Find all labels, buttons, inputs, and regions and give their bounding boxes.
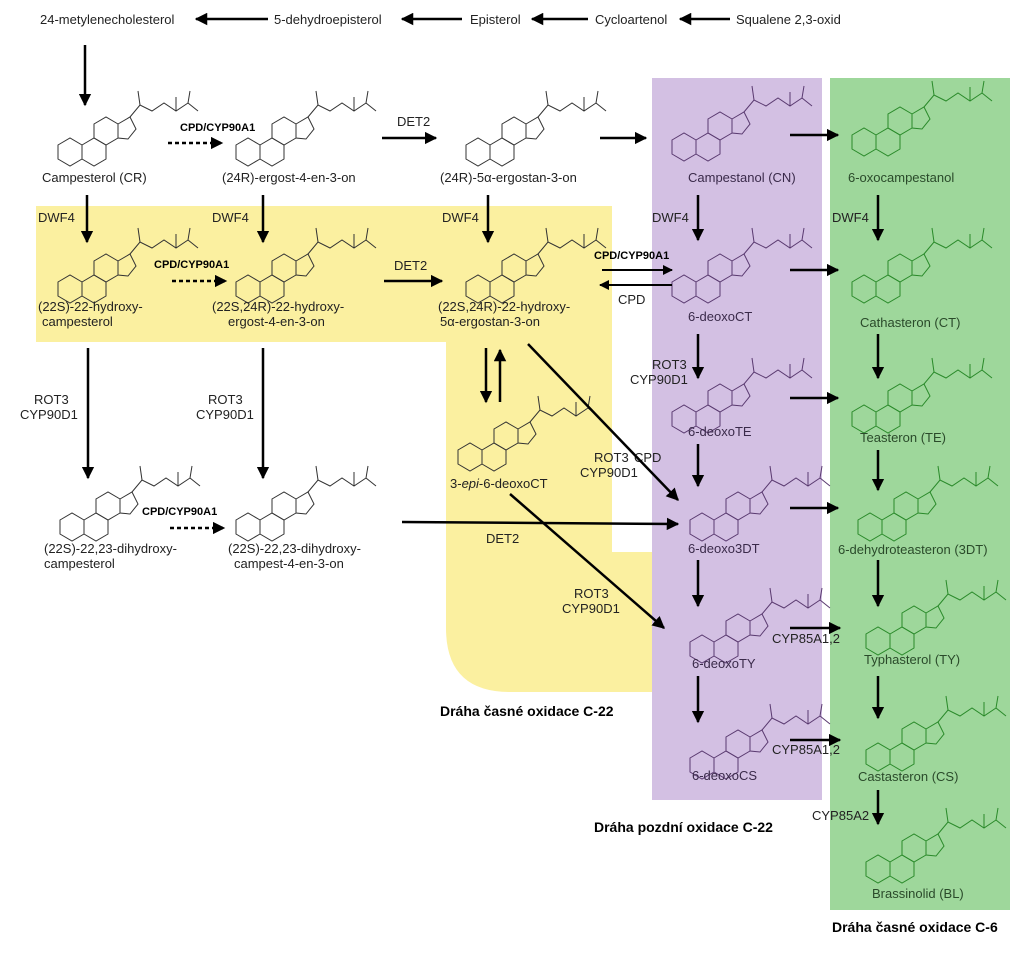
- enzyme-det2-row2: DET2: [394, 258, 427, 273]
- compound-squalene-oxid: Squalene 2,3-oxid: [736, 12, 841, 27]
- label-brassinolid: Brassinolid (BL): [872, 886, 964, 901]
- label-typhasterol: Typhasterol (TY): [864, 652, 960, 667]
- label-campesterol: Campesterol (CR): [42, 170, 147, 185]
- compound-cycloartenol: Cycloartenol: [595, 12, 667, 27]
- enzyme-rot3-5: ROT3: [574, 586, 609, 601]
- label-hydroxy-ergostenon-1: (22S,24R)-22-hydroxy-: [212, 299, 344, 314]
- label-dihydroxy-campestenon-1: (22S)-22,23-dihydroxy-: [228, 541, 361, 556]
- enzyme-cyp85a12-2: CYP85A1,2: [772, 742, 840, 757]
- enzyme-cyp90d1-4: CYP90D1: [580, 465, 638, 480]
- enzyme-cyp90d1-3: CYP90D1: [630, 372, 688, 387]
- arrow-diagonal-to-deoxoTY: [509, 493, 665, 629]
- enzyme-cyp90d1-5: CYP90D1: [562, 601, 620, 616]
- enzyme-rot3-1: ROT3: [34, 392, 69, 407]
- molecule-ergostenon: [235, 90, 377, 167]
- enzyme-det2-row1: DET2: [397, 114, 430, 129]
- label-dihydroxy-campesterol-1: (22S)-22,23-dihydroxy-: [44, 541, 177, 556]
- label-oxocampestanol: 6-oxocampestanol: [848, 170, 954, 185]
- enzyme-rot3-3: ROT3: [652, 357, 687, 372]
- enzyme-dwf4-3: DWF4: [442, 210, 479, 225]
- enzyme-cpd-cyp90a1-row2: CPD/CYP90A1: [154, 259, 229, 271]
- enzyme-rot3-4: ROT3: [594, 450, 629, 465]
- label-ergostanon: (24R)-5α-ergostan-3-on: [440, 170, 577, 185]
- label-deoxoCT: 6-deoxoCT: [688, 309, 752, 324]
- molecule-dihydroxy-campestenon: [235, 465, 377, 542]
- enzyme-rot3-2: ROT3: [208, 392, 243, 407]
- label-dehydroteasteron: 6-dehydroteasteron (3DT): [838, 542, 988, 557]
- enzyme-dwf4-1: DWF4: [38, 210, 75, 225]
- label-dihydroxy-campestenon-2: campest-4-en-3-on: [234, 556, 344, 571]
- early-c22-region: [36, 206, 652, 692]
- enzyme-cyp90d1-1: CYP90D1: [20, 407, 78, 422]
- label-hydroxy-ergostanon-2: 5α-ergostan-3-on: [440, 314, 540, 329]
- label-deoxoTE: 6-deoxoTE: [688, 424, 752, 439]
- enzyme-cyp85a2: CYP85A2: [812, 808, 869, 823]
- compound-episterol: Episterol: [470, 12, 521, 27]
- label-hydroxy-campesterol-1: (22S)-22-hydroxy-: [38, 299, 143, 314]
- late-c22-region: [652, 78, 822, 800]
- arrow-diagonal-to-deoxo3DT: [527, 343, 679, 501]
- label-dihydroxy-campesterol-2: campesterol: [44, 556, 115, 571]
- molecule-dihydroxy-campesterol: [59, 465, 201, 542]
- label-castasteron: Castasteron (CS): [858, 769, 958, 784]
- region-label-early-c22: Dráha časné oxidace C-22: [440, 703, 614, 719]
- label-hydroxy-ergostenon-2: ergost-4-en-3-on: [228, 314, 325, 329]
- label-deoxo3DT: 6-deoxo3DT: [688, 541, 760, 556]
- label-hydroxy-campesterol-2: campesterol: [42, 314, 113, 329]
- molecule-ergostanon: [465, 90, 607, 167]
- label-ergostenon: (24R)-ergost-4-en-3-on: [222, 170, 356, 185]
- molecule-campesterol: [57, 90, 199, 167]
- label-campestanol: Campestanol (CN): [688, 170, 796, 185]
- enzyme-dwf4-4: DWF4: [652, 210, 689, 225]
- enzyme-cpd-cyp90a1-row1: CPD/CYP90A1: [180, 122, 255, 134]
- label-deoxoTY: 6-deoxoTY: [692, 656, 756, 671]
- enzyme-cpd-cyp90a1-row2b: CPD/CYP90A1: [594, 250, 669, 262]
- compound-24-metylenecholesterol: 24-metylenecholesterol: [40, 12, 175, 27]
- label-teasteron: Teasteron (TE): [860, 430, 946, 445]
- region-label-late-c22: Dráha pozdní oxidace C-22: [594, 819, 773, 835]
- enzyme-cpd-cyp90a1-row4: CPD/CYP90A1: [142, 506, 217, 518]
- early-c6-region: [830, 78, 1010, 910]
- enzyme-cpd-row2: CPD: [618, 292, 645, 307]
- label-epi-deoxoCT: 3-epi-6-deoxoCT: [450, 476, 548, 491]
- label-hydroxy-ergostanon-1: (22S,24R)-22-hydroxy-: [438, 299, 570, 314]
- enzyme-dwf4-5: DWF4: [832, 210, 869, 225]
- label-deoxoCS: 6-deoxoCS: [692, 768, 757, 783]
- enzyme-cyp85a12-1: CYP85A1,2: [772, 631, 840, 646]
- label-cathasteron: Cathasteron (CT): [860, 315, 960, 330]
- enzyme-det2-row4: DET2: [486, 531, 519, 546]
- arrow-det2-row4: [401, 517, 680, 531]
- enzyme-dwf4-2: DWF4: [212, 210, 249, 225]
- compound-5-dehydroepisterol: 5-dehydroepisterol: [274, 12, 382, 27]
- enzyme-cyp90d1-2: CYP90D1: [196, 407, 254, 422]
- region-label-early-c6: Dráha časné oxidace C-6: [832, 919, 998, 935]
